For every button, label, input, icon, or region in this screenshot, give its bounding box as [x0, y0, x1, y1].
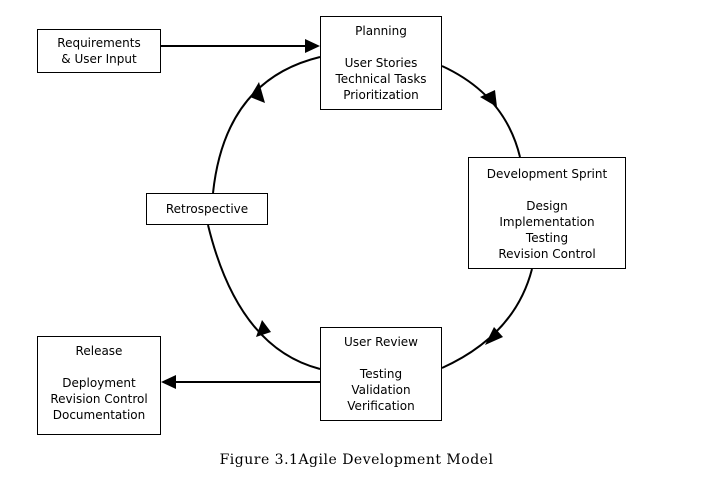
sprint-item: Testing [525, 231, 569, 245]
release-item: Documentation [52, 408, 146, 422]
planning-item: User Stories [344, 56, 418, 70]
arrowhead-retro-to-planning [250, 82, 265, 103]
arc-sprint-to-review [441, 268, 533, 369]
node-development-sprint: Development Sprint Design Implementation… [468, 157, 626, 269]
node-requirements: Requirements & User Input [37, 29, 161, 73]
node-release: Release Deployment Revision Control Docu… [37, 336, 161, 435]
figure-caption: Figure 3.1Agile Development Model [219, 452, 494, 468]
release-item: Deployment [62, 376, 136, 390]
release-title: Release [75, 344, 123, 358]
planning-item: Prioritization [343, 88, 419, 102]
review-item: Validation [351, 383, 411, 397]
planning-item: Technical Tasks [335, 72, 427, 86]
release-item: Revision Control [50, 392, 148, 406]
sprint-item: Design [526, 199, 568, 213]
node-user-review: User Review Testing Validation Verificat… [320, 327, 442, 421]
arrowhead-planning-to-sprint [480, 90, 497, 107]
arrowhead-review-to-release [161, 375, 176, 389]
sprint-item: Implementation [499, 215, 595, 229]
review-item: Testing [359, 367, 403, 381]
node-planning: Planning User Stories Technical Tasks Pr… [320, 16, 442, 110]
review-item: Verification [347, 399, 415, 413]
planning-title: Planning [355, 24, 407, 38]
sprint-title: Development Sprint [486, 167, 608, 181]
arrowhead-requirements-to-planning [305, 39, 320, 53]
node-retrospective: Retrospective [146, 193, 268, 225]
review-title: User Review [344, 335, 418, 349]
arc-review-to-retro [207, 224, 321, 370]
arc-retro-to-planning [212, 56, 321, 194]
retrospective-title: Retrospective [165, 202, 249, 216]
requirements-line-1: Requirements [57, 36, 141, 50]
arrowhead-review-to-retro [256, 320, 271, 337]
arc-planning-to-sprint [441, 65, 521, 158]
sprint-item: Revision Control [498, 247, 596, 261]
arrowhead-sprint-to-review [485, 327, 503, 345]
requirements-line-2: & User Input [61, 52, 137, 66]
